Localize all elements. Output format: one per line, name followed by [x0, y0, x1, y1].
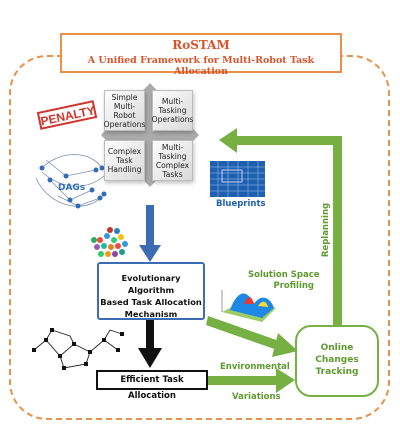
blueprint-icon	[210, 161, 265, 197]
algorithm-line-2: Based Task Allocation	[100, 297, 202, 307]
robot-network-icon	[33, 329, 123, 369]
arrow-algorithm-to-tracking-shaft	[206, 316, 282, 351]
arrow-allocation-to-tracking-shaft	[208, 376, 278, 385]
title-subtitle: A Unified Framework for Multi-Robot Task…	[87, 55, 315, 77]
dags-label: DAGs	[58, 183, 86, 193]
population-cluster-icon	[91, 227, 128, 257]
efficient-allocation-box: Efficient Task Allocation	[96, 370, 208, 401]
tile-label: Simple Multi-Robot Operations	[103, 92, 146, 129]
tile-label: Complex Task Handling	[107, 147, 142, 174]
tile-simple-multi-robot: Simple Multi-Robot Operations	[104, 90, 145, 131]
tile-multi-tasking-complex: Multi-Tasking Complex Tasks	[152, 140, 193, 181]
algorithm-line-1: Evolutionary Algorithm	[121, 273, 181, 295]
evolutionary-algorithm-box: Evolutionary Algorithm Based Task Alloca…	[97, 262, 205, 320]
tile-multi-tasking: Multi-Tasking Operations	[152, 90, 193, 131]
environmental-label: Environmental	[220, 362, 290, 372]
robot-nodes-icon	[32, 328, 124, 370]
tile-label: Multi-Tasking Complex Tasks	[155, 142, 190, 179]
tracking-line-1: Online	[320, 343, 354, 353]
algorithm-line-3: Mechanism	[124, 309, 178, 319]
tracking-line-2: Changes	[315, 355, 359, 365]
solution-space-line-2: Profiling	[273, 281, 315, 291]
solution-space-line-1: Solution Space	[248, 270, 320, 280]
title-box: RoSTAM A Unified Framework for Multi-Rob…	[60, 33, 342, 77]
replanning-arrow-horizontal	[235, 136, 342, 145]
replanning-arrow-vertical	[333, 140, 342, 328]
blueprints-label: Blueprints	[216, 199, 266, 209]
tracking-line-3: Tracking	[315, 367, 359, 377]
tile-complex-task: Complex Task Handling	[104, 140, 145, 181]
title-main: RoSTAM	[172, 38, 230, 52]
arrow-allocation-to-tracking-head	[276, 368, 295, 393]
dag-nodes-icon	[39, 165, 107, 209]
arrow-algorithm-to-tracking-head	[272, 333, 298, 357]
online-tracking-box: Online Changes Tracking	[295, 325, 379, 397]
solution-space-label: Solution Space Profiling	[248, 270, 320, 292]
replanning-arrow-head	[219, 128, 237, 153]
arrow-tiles-to-algorithm-head	[139, 245, 161, 262]
solution-surface-icon	[221, 290, 276, 322]
arrow-algorithm-to-allocation-head	[138, 348, 162, 368]
efficient-allocation-label: Efficient Task Allocation	[120, 375, 184, 401]
variations-label: Variations	[232, 392, 281, 402]
tile-label: Multi-Tasking Operations	[151, 97, 194, 124]
arrow-tiles-to-algorithm-shaft	[146, 205, 154, 247]
replanning-label: Replanning	[321, 202, 331, 258]
arrow-algorithm-to-allocation-shaft	[146, 320, 154, 350]
